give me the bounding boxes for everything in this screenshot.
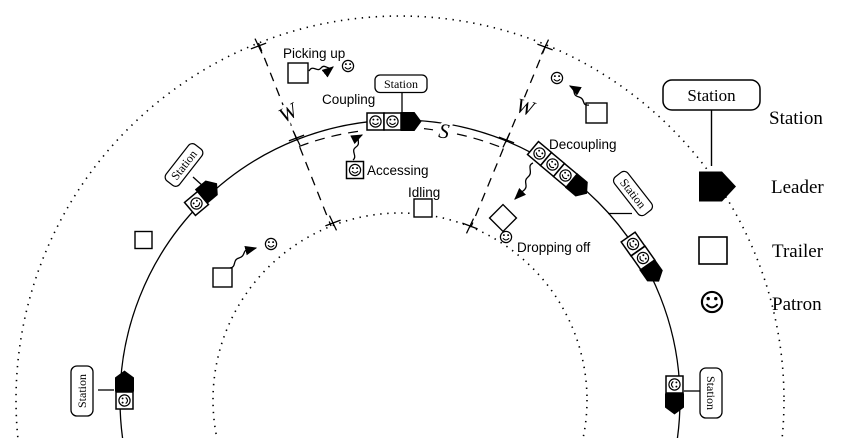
section-s: S [437,118,451,143]
patron-icon [341,59,355,73]
trailer-icon [367,113,384,130]
station-sign-label: Station [75,374,89,408]
leader-icon [699,171,736,202]
coupling-label: Coupling [322,92,375,107]
trailer-icon [413,198,433,218]
section-w-left: W [274,97,303,128]
accessing-label: Accessing [367,163,429,178]
legend: Station Station Leader Trailer Patron [662,79,824,315]
crossing-mark-icon [461,218,479,234]
trailer-icon [384,113,401,130]
patron-icon [499,230,513,244]
trailer-icon [666,376,683,393]
inner-walkway-circle [212,212,588,438]
station-sign: Station [70,365,94,417]
legend-trailer-label: Trailer [772,241,824,262]
station-sign: Station [612,170,654,217]
crossing-mark-icon [498,132,515,148]
station-sign [374,74,428,94]
transfer-arrow [350,134,364,161]
trailer-icon [698,236,728,265]
dropping-off-label: Dropping off [517,240,591,255]
patron-icon [264,237,278,251]
outer-walkway-circle [15,15,785,438]
idling-label: Idling [408,185,440,200]
picking-up-label: Picking up [283,46,345,61]
legend-patron-label: Patron [772,294,822,315]
decoupling-label: Decoupling [549,137,617,152]
crossing-mark-icon [536,39,554,55]
decoupled-trailer-icon [488,203,518,233]
station-section-arc-right [456,133,506,150]
patron-icon [550,71,564,85]
station-sign-label: Station [704,376,718,410]
trailer-icon [134,230,153,250]
trailer-icon [585,102,608,124]
legend-leader-label: Leader [771,177,824,198]
station-sign: Station [699,367,723,419]
legend-station-label: Station [769,108,823,129]
patron-icon [700,290,724,314]
transfer-arrow [229,245,258,269]
transfer-arrow [514,162,534,200]
leader-icon [665,393,684,415]
trailer-icon [116,392,133,409]
station-section-arc-dash [423,128,434,131]
trailer-icon [287,62,309,84]
transfer-arrow [308,65,334,78]
leader-icon [400,112,422,131]
section-w-right: W [513,93,539,121]
station-sign-label: Station [687,86,736,105]
transfer-arrow [568,85,590,106]
station-section-arc-left [298,130,362,148]
station-sign-label: Station [384,77,418,91]
patron-in-box-icon [347,162,364,179]
leader-icon [115,370,134,392]
trailer-icon [212,267,233,288]
crossing-mark-icon [250,38,267,54]
